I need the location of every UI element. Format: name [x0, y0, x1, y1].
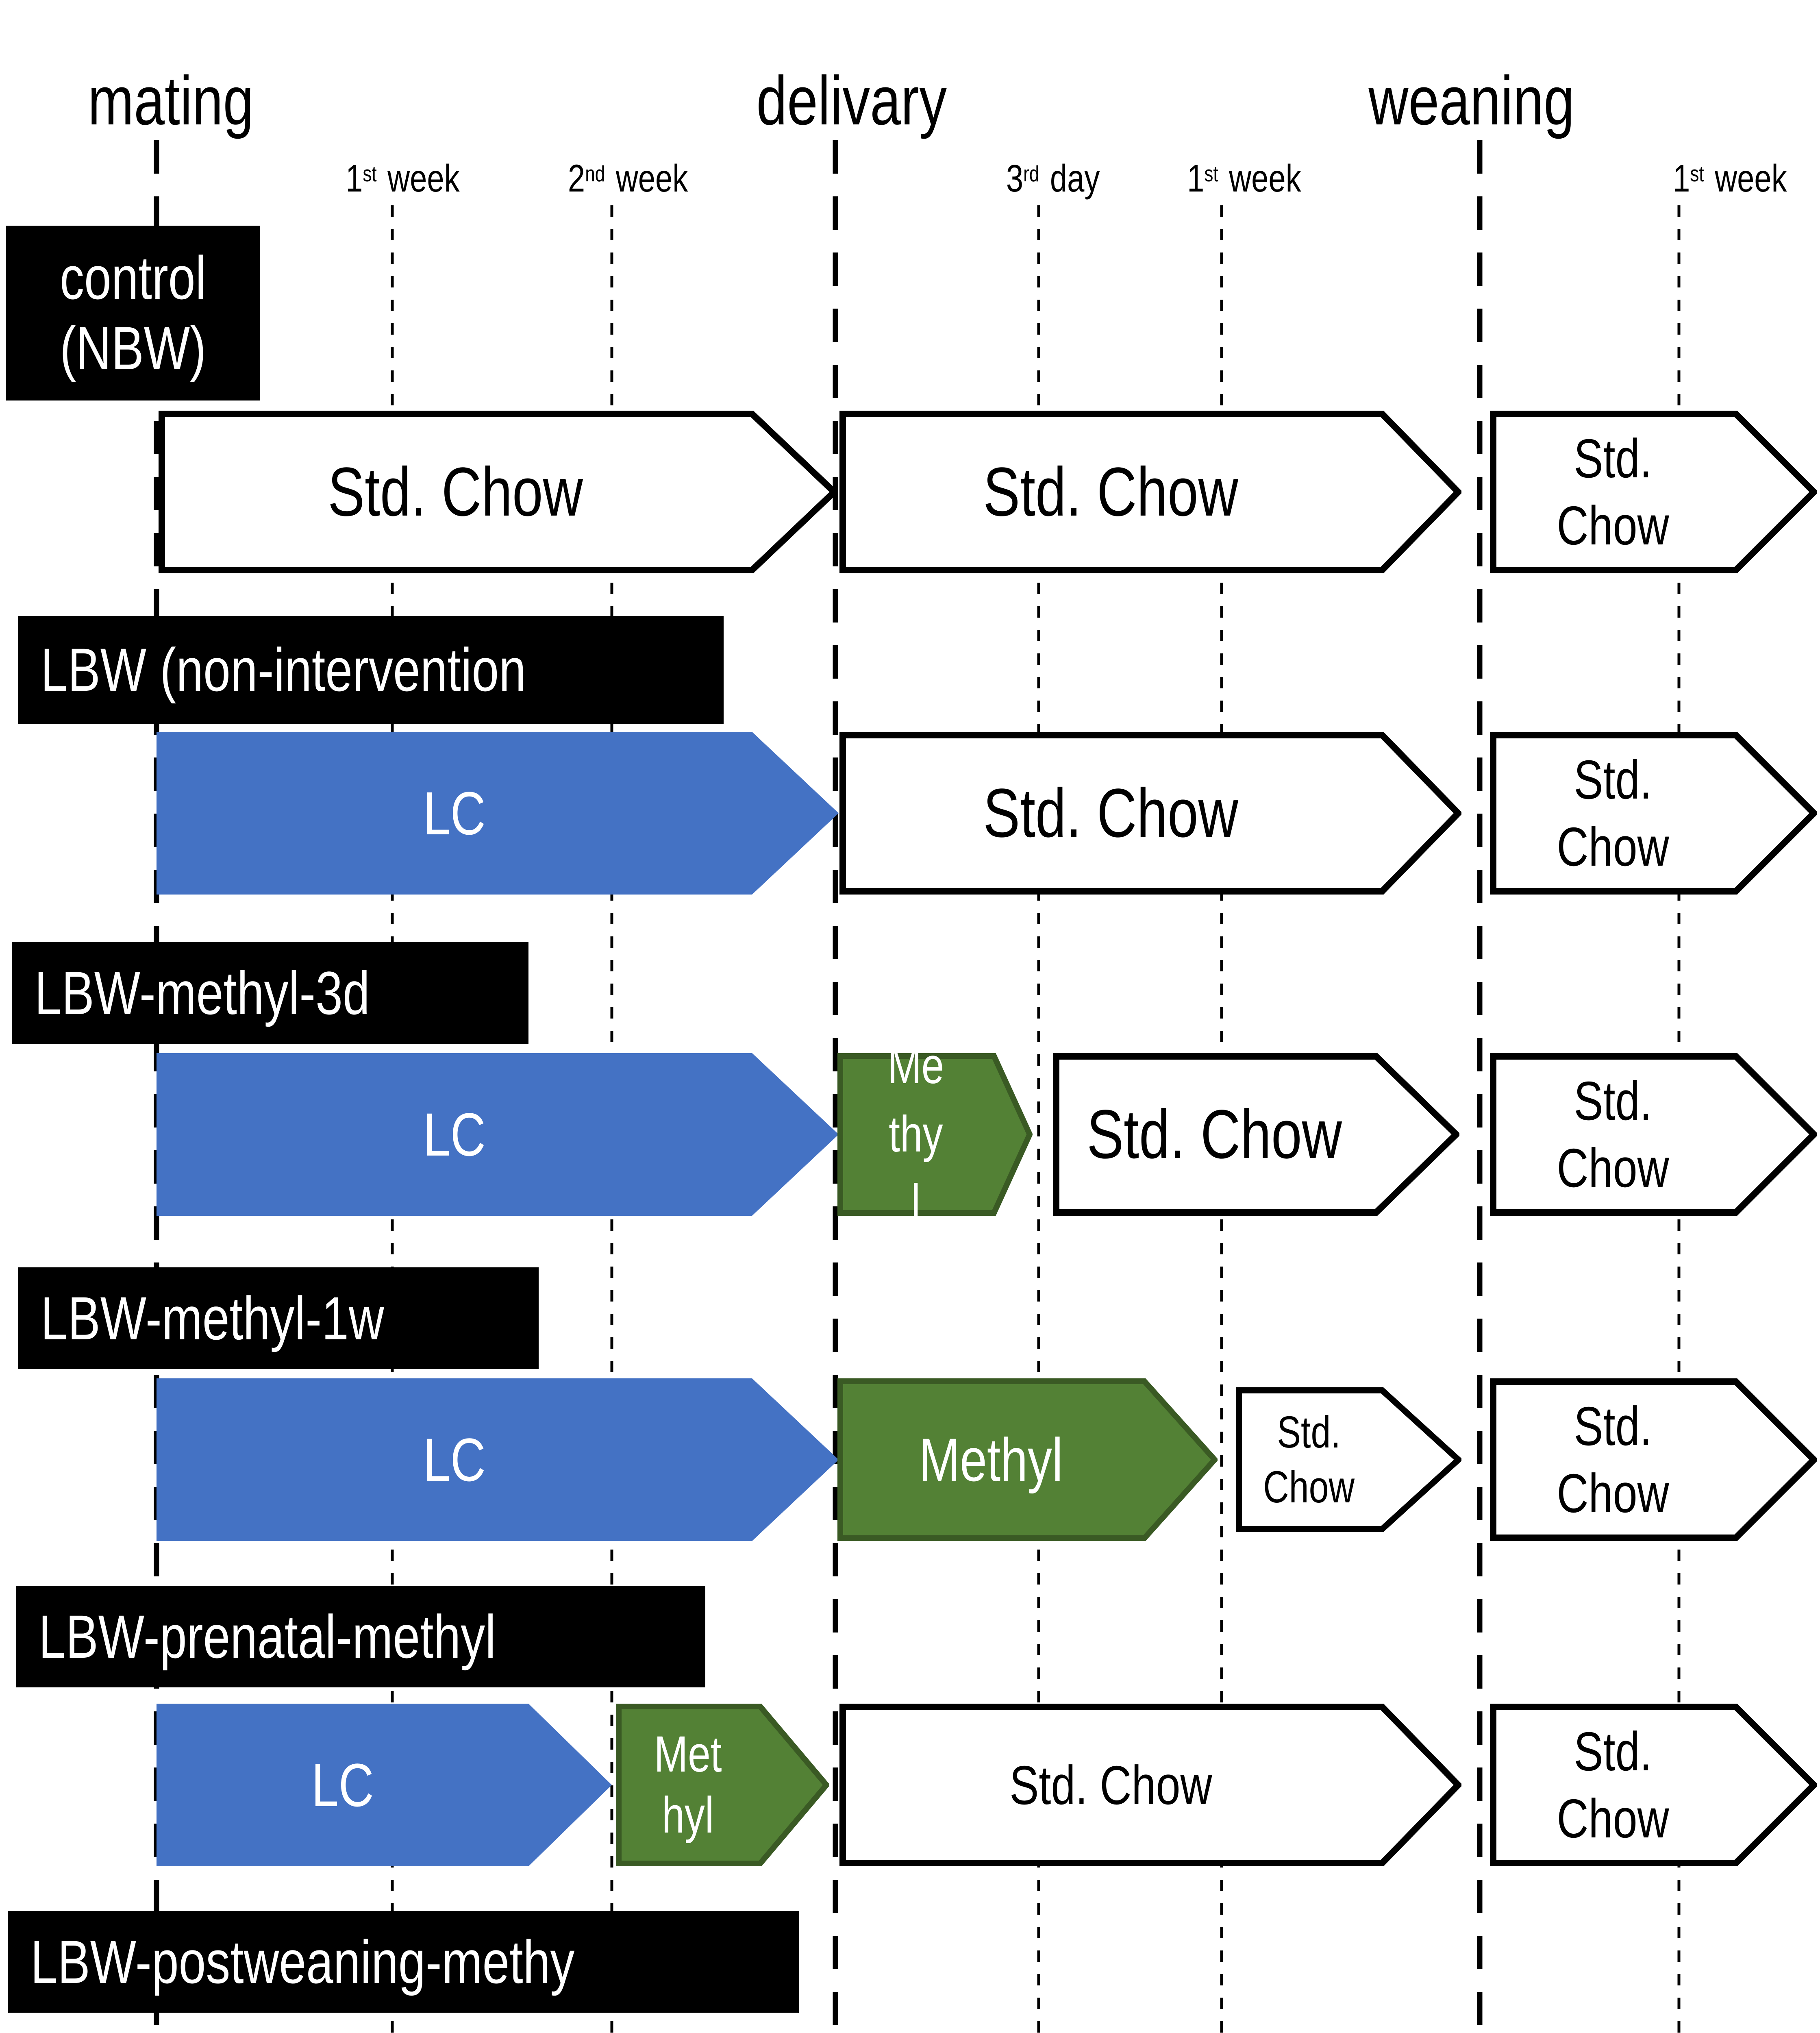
- row1-lactation-std-chow-arrow: Std. Chow: [839, 411, 1461, 573]
- milestone-label-mating: mating: [87, 62, 254, 139]
- row3-lactation-std-chow-arrow: Std. Chow: [1053, 1053, 1459, 1216]
- row3-postweaning-std-chow-arrow: Std. Chow: [1490, 1053, 1817, 1216]
- group-label-lbw-postweaning-methyl: LBW-postweaning-methy: [8, 1911, 799, 2013]
- row3-methyl-3day-arrow: Me thy l: [837, 1053, 1033, 1216]
- row5-gestation-lc-arrow: LC: [157, 1704, 612, 1866]
- row4-methyl-1week-arrow: Methyl: [837, 1378, 1218, 1541]
- milestone-label-delivery: delivary: [756, 62, 947, 139]
- row4-postweaning-std-chow-arrow: Std. Chow: [1490, 1378, 1817, 1541]
- row1-gestation-std-chow-arrow: Std. Chow: [159, 411, 837, 573]
- group-label-lbw-prenatal-methyl: LBW-prenatal-methyl: [16, 1586, 705, 1687]
- row3-gestation-lc-arrow: LC: [157, 1053, 839, 1216]
- row5-postweaning-std-chow-arrow: Std. Chow: [1490, 1704, 1817, 1866]
- row5-lactation-std-chow-arrow: Std. Chow: [839, 1704, 1461, 1866]
- group-label-control-nbw: control (NBW): [6, 226, 260, 401]
- row2-gestation-lc-arrow: LC: [157, 732, 839, 895]
- group-label-lbw-methyl-3d: LBW-methyl-3d: [12, 942, 528, 1044]
- milestone-label-weaning: weaning: [1368, 62, 1575, 139]
- row2-postweaning-std-chow-arrow: Std. Chow: [1490, 732, 1817, 895]
- row4-gestation-lc-arrow: LC: [157, 1378, 839, 1541]
- group-label-lbw-methyl-1w: LBW-methyl-1w: [18, 1267, 539, 1369]
- group-label-lbw-non-intervention: LBW (non-intervention: [18, 616, 724, 724]
- row1-postweaning-std-chow-arrow: Std. Chow: [1490, 411, 1817, 573]
- row2-lactation-std-chow-arrow: Std. Chow: [839, 732, 1461, 895]
- row4-lactation-std-chow-arrow: Std. Chow: [1236, 1387, 1461, 1532]
- row5-prenatal-methyl-arrow: Met hyl: [616, 1704, 829, 1866]
